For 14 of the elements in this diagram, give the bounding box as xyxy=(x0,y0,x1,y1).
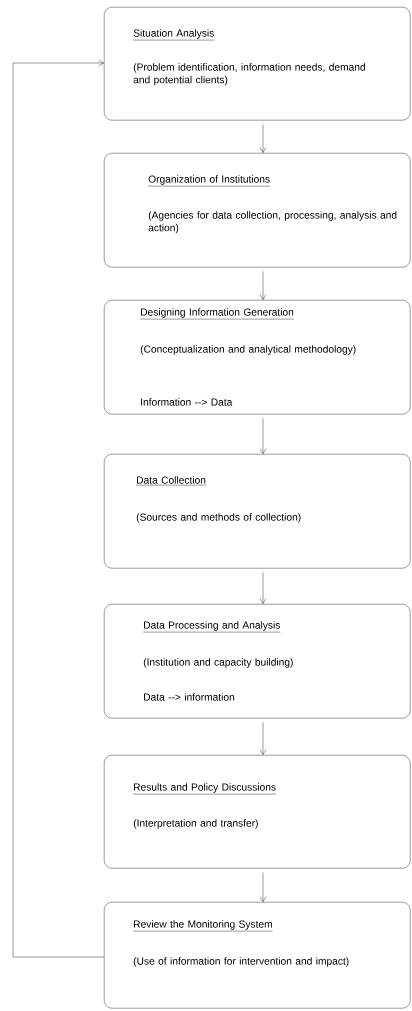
process-box: Organization of Institutions (Agencies for data collection, processing, analysis and action) xyxy=(104,153,411,268)
process-box: Review the Monitoring System (Use of information for intervention and impact) xyxy=(104,902,411,1009)
process-box: Results and Policy Discussions (Interpretation and transfer) xyxy=(104,755,411,869)
arrow xyxy=(259,572,267,604)
process-box: Situation Analysis (Problem identification, information needs, demand and potential clients) xyxy=(104,7,411,121)
feedback-arrow xyxy=(12,59,105,958)
arrow xyxy=(259,418,267,454)
process-box: Data Collection (Sources and methods of collection) xyxy=(104,454,411,569)
process-box: Data Processing and Analysis (Institution and capacity building) Data --> information xyxy=(104,604,411,719)
arrow xyxy=(259,872,267,902)
arrow xyxy=(259,124,267,153)
arrow xyxy=(259,271,267,300)
arrow xyxy=(259,722,267,755)
process-box: Designing Information Generation (Conceptualization and analytical methodology) Information --> Data xyxy=(104,300,411,415)
